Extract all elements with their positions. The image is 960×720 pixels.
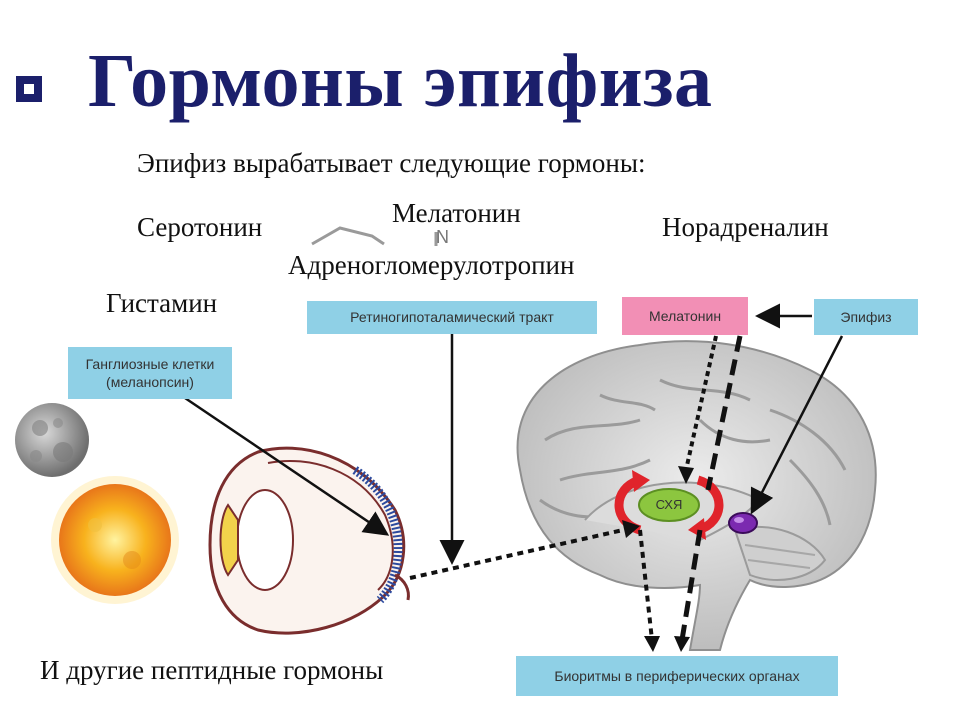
hormone-adrenoglomerulotropin: Адреногломерулотропин	[288, 250, 575, 280]
retino-tract-box: Ретиногипоталамический тракт	[307, 301, 597, 334]
arrow-epiphysis-to-pineal	[750, 335, 844, 515]
title-bullet-icon	[16, 76, 42, 102]
arrow-scn-to-biorhythms-dashed	[679, 529, 703, 641]
hormone-noradrenaline: Норадреналин	[662, 212, 829, 242]
hormone-serotonin: Серотонин	[137, 212, 263, 242]
moon-icon	[15, 403, 89, 477]
scn-nucleus-icon	[638, 488, 700, 522]
arrow-melatonin-to-scn-dotted	[684, 335, 718, 471]
pineal-gland-icon	[728, 512, 758, 534]
molecule-n-label: N	[436, 227, 449, 247]
eye-icon	[208, 446, 410, 635]
page-title: Гормоны эпифиза	[88, 39, 713, 123]
hormone-other-peptides: И другие пептидные гормоны	[40, 655, 384, 685]
biorhythms-label: Биоритмы в периферических органах	[554, 667, 800, 684]
arrow-scn-to-biorhythms-dotted	[638, 529, 654, 641]
arrow-ganglion-to-retina	[184, 396, 390, 536]
ganglion-cells-line1: Ганглиозные клетки	[85, 355, 215, 372]
retino-tract-label: Ретиногипоталамический тракт	[350, 309, 554, 326]
subtitle: Эпифиз вырабатывает следующие гормоны:	[137, 148, 646, 178]
epiphysis-box-label: Эпифиз	[840, 308, 892, 325]
ganglion-cells-line2: (меланопсин)	[106, 374, 194, 390]
melatonin-box-label: Мелатонин	[648, 307, 722, 324]
arrow-eye-to-scn	[409, 526, 633, 580]
hormone-histamine: Гистамин	[106, 288, 218, 318]
biorhythms-box: Биоритмы в периферических органах	[516, 656, 838, 696]
arrow-melatonin-dashed	[705, 335, 743, 491]
sun-icon	[51, 476, 179, 604]
scn-label: СХЯ	[646, 495, 692, 515]
hormone-melatonin: Мелатонин	[392, 198, 521, 228]
ganglion-cells-box: Ганглиозные клетки (меланопсин)	[68, 347, 232, 399]
epiphysis-box: Эпифиз	[814, 299, 918, 335]
brain-icon	[516, 340, 877, 651]
scn-label-text: СХЯ	[655, 496, 683, 512]
melatonin-box: Мелатонин	[622, 297, 748, 335]
